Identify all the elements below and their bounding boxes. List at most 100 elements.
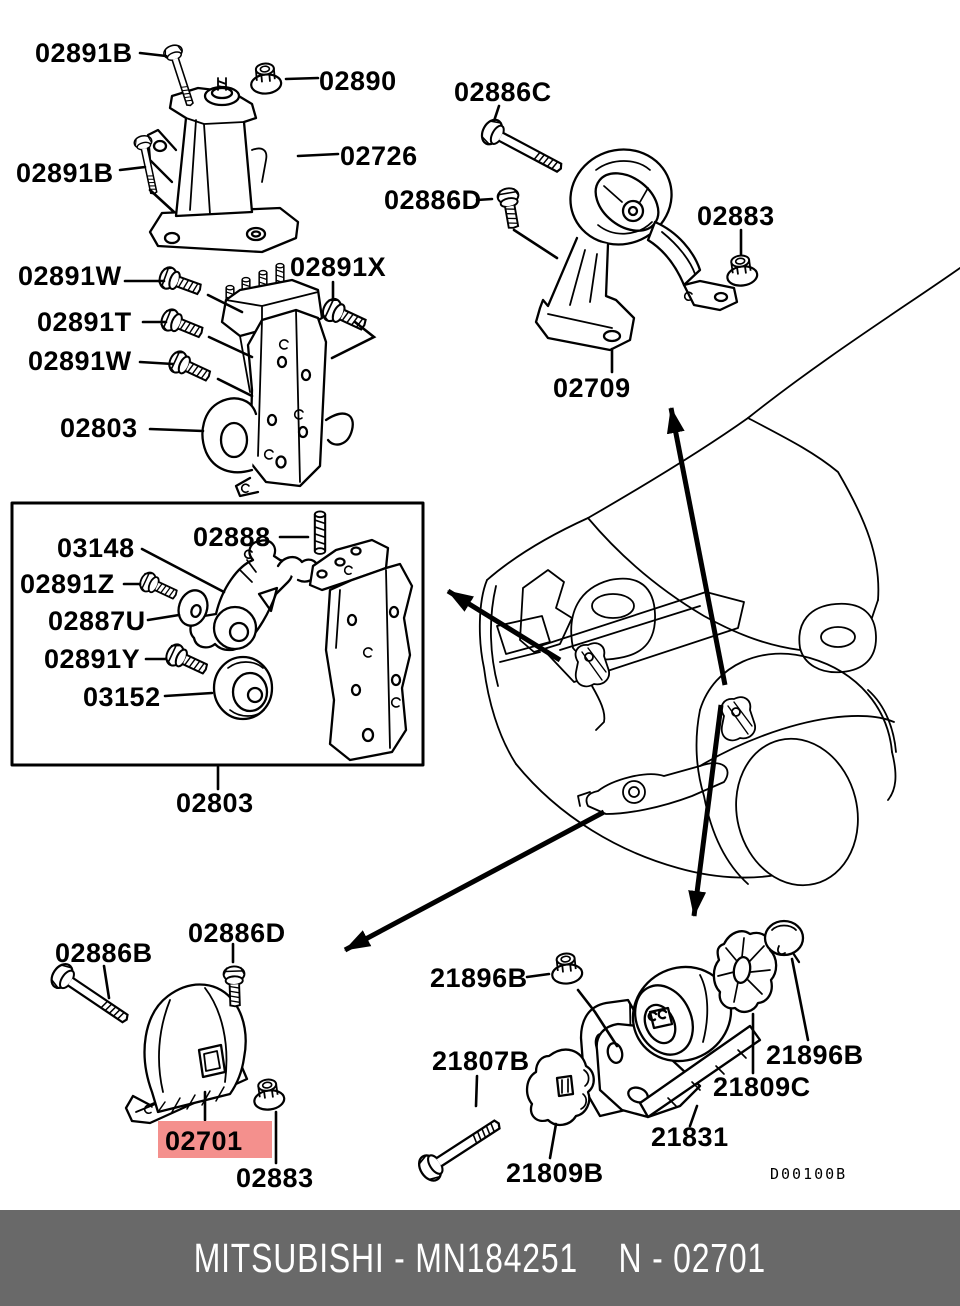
ring-hub-center [627,205,639,217]
leader-02891b-b [118,165,147,172]
arrow-to-02701 [343,809,606,953]
cap-hook [777,945,786,955]
tower-top-cylinder-inner [210,86,234,100]
cap-stem [791,951,801,964]
bolt-02891x-icon [318,294,371,337]
leader-02886c [492,104,501,123]
part-label-21807b: 21807B [432,1046,530,1076]
c-mark [683,291,693,301]
assembly-02709 [534,148,739,352]
stopper-center [732,955,752,985]
bushing-inner [219,421,249,459]
detail-box-02803 [10,501,425,767]
leader-21896b-a2 [576,988,619,1048]
c-mark [343,565,353,575]
foot-hole [606,1042,624,1064]
arrow-to-02709 [666,407,728,686]
main-plate-inner [257,309,301,483]
detail-box-frame [10,501,425,767]
foot-left [234,476,260,498]
dome-window-inner [203,1050,221,1072]
bolt-02886b-icon [46,959,136,1032]
car-strut-hole-right [820,626,856,648]
plate-hole [300,368,312,382]
leader-21896b-b [790,957,810,1042]
footer-text: MITSUBISHI - MN184251 N - 02701 [194,1235,766,1282]
leader-02891x2 [330,320,377,360]
part-label-02891b-b: 02891B [16,158,114,188]
part-label-02891t: 02891T [37,307,132,337]
car-bumper-bottom [515,763,791,879]
arrow-to-02803-box [446,588,562,663]
car-front-inner-line [490,585,499,687]
leader-02803-a [148,427,205,433]
c-mark [263,449,274,460]
foot-hole [713,291,729,303]
car-mount-right-blob [720,696,756,742]
bolt-02891w-a-icon [155,263,205,301]
plate-hole-inner [250,230,262,238]
assembly-02701 [124,983,249,1125]
car-rail-right [699,715,895,767]
part-label-02886d-a: 02886D [384,185,482,215]
part-label-03148: 03148 [57,533,135,563]
leader-lines [102,51,810,1165]
part-label-21809c: 21809C [713,1072,811,1102]
part-label-02887u: 02887U [48,606,146,636]
part-label-02891w-b: 02891W [28,346,132,376]
part-label-21896b-b: 21896B [766,1040,864,1070]
pedestal [534,236,636,352]
leader-02891b-a [138,51,168,58]
part-label-02803-a: 02803 [60,413,138,443]
part-label-02891x: 02891X [290,252,386,282]
arm-foot [682,279,739,312]
bolt-02886c-icon [476,115,569,182]
car-front-face [478,579,517,765]
part-labels: 02891B 02890 02726 02891B 02886C 02886D … [16,38,864,1193]
part-label-02883-a: 02883 [697,201,775,231]
leader-21809b [548,1122,558,1160]
bushing-03152-swirl [227,661,265,717]
part-label-21809b: 21809B [506,1158,604,1188]
part-21809c [712,930,778,1014]
part-label-02891w-a: 02891W [18,261,122,291]
leader-02891b-b2 [148,188,176,214]
damper-scallops [580,1069,590,1110]
c-mark [240,483,250,493]
tower-top-stub [217,77,227,91]
bolt-02886d-a-icon [495,185,525,231]
damper-slot [555,1074,575,1098]
base-hole [602,329,622,343]
car-bay-rim [587,517,801,651]
leader-03152 [163,691,214,698]
cylinder-right-edge [699,974,709,1043]
car-mount-left-blob [574,642,610,688]
pointer-arrows [343,407,728,953]
washer-hole [190,603,202,619]
box-bracket-arm [308,538,390,592]
car-strut-hole-left [591,593,635,619]
part-label-21831: 21831 [651,1122,729,1152]
nut-21896b-a-icon [549,950,585,987]
car-mount-right-hole [731,707,741,717]
diagram-canvas: 02891B 02890 02726 02891B 02886C 02886D … [10,38,960,1193]
arrow-to-21831 [688,704,724,917]
tower-inner-lines [185,117,245,215]
car-engine-block [519,569,573,653]
leader-21896b-a [525,972,551,979]
leader-02891w-b [138,360,175,366]
plate-hole [361,727,375,743]
bolt-02891t-icon [157,305,207,344]
ring-hub [621,199,645,223]
assembly-02803-upper [201,262,354,498]
car-fender-rear [887,751,897,801]
part-label-02701-selected: 02701 [165,1126,243,1156]
rocker-big-end-inner [228,621,250,643]
arm-right [646,220,702,287]
stud-02888 [313,510,327,556]
nut-02883-a-icon [723,252,760,289]
part-label-21896b-a: 21896B [430,963,528,993]
c-mark [143,1104,153,1114]
plate-hole [275,455,287,469]
